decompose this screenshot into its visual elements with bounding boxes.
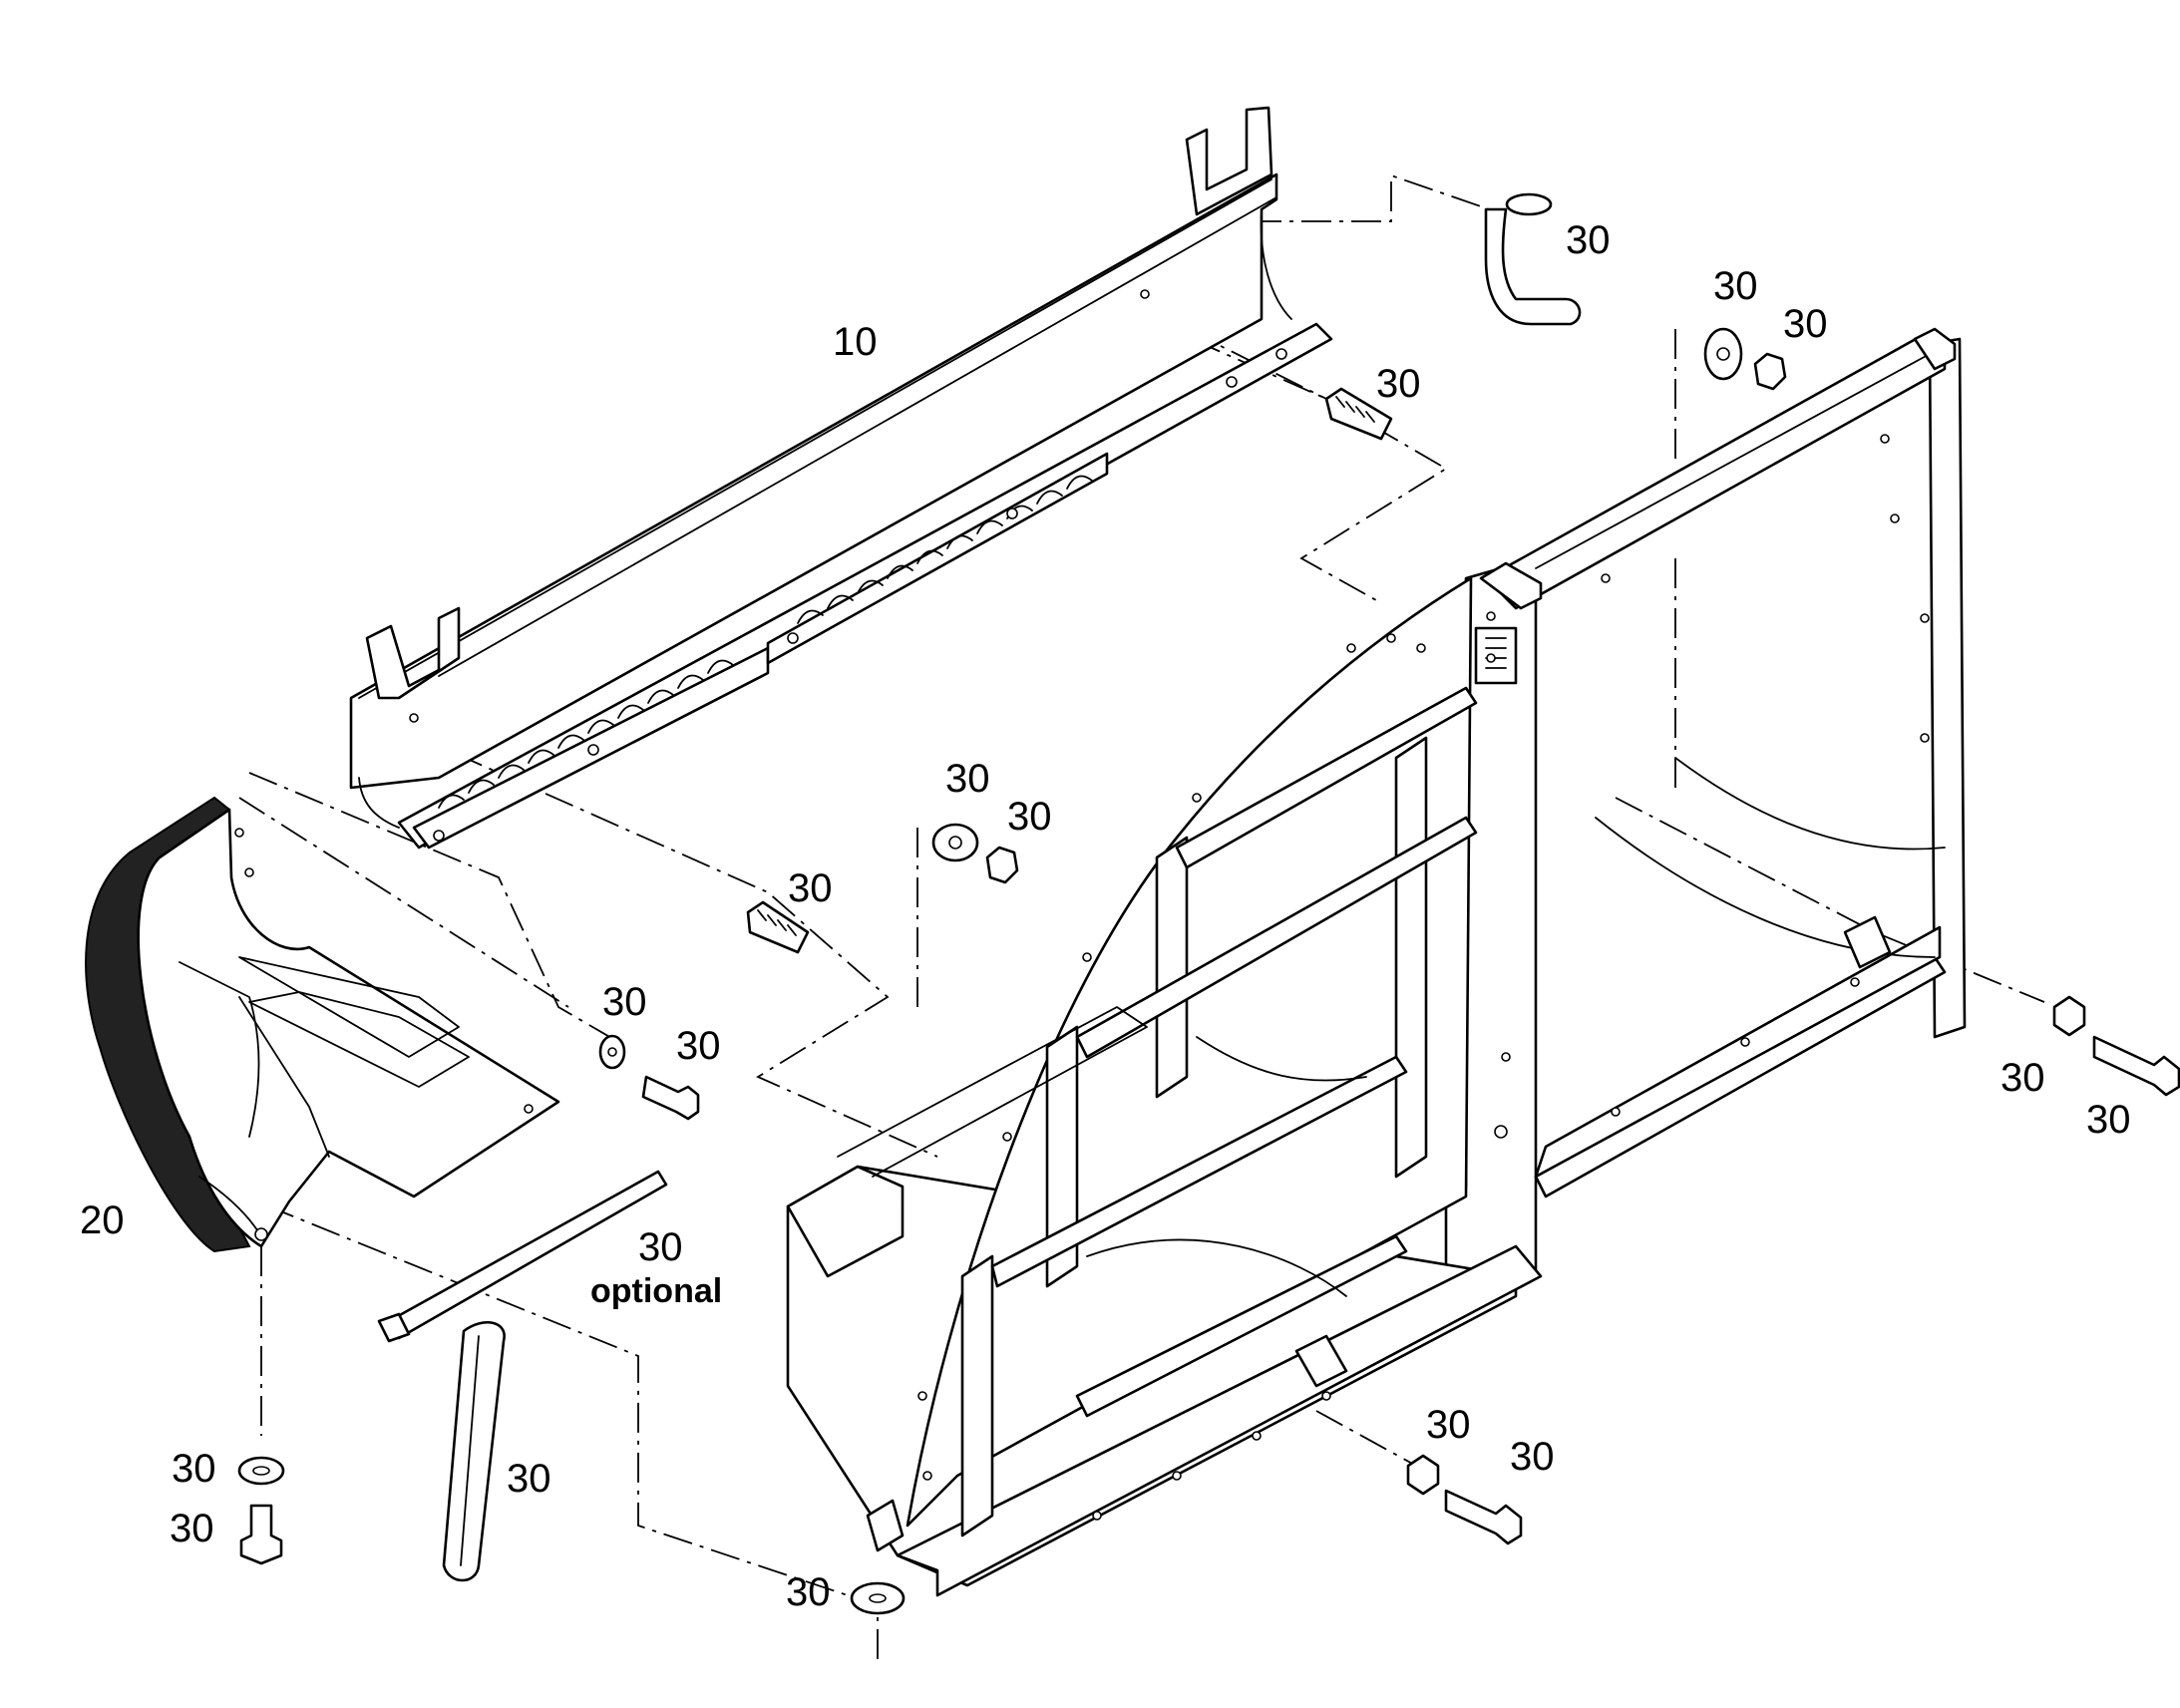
nut xyxy=(1406,1454,1440,1496)
nut xyxy=(1753,352,1787,391)
stud-middle xyxy=(746,900,810,954)
label-part-10: 10 xyxy=(833,320,878,364)
bolt xyxy=(2092,1035,2180,1097)
label-part-30: 30 xyxy=(788,866,833,910)
nut xyxy=(2052,995,2086,1037)
c-tube-clip xyxy=(1484,192,1582,326)
label-part-30: 30 xyxy=(1376,362,1421,406)
main-frame xyxy=(786,327,1967,1597)
label-part-30: 30 xyxy=(1713,264,1758,308)
label-optional: optional xyxy=(590,1272,722,1310)
bolt xyxy=(1444,1489,1523,1545)
stud-upper xyxy=(1324,387,1393,441)
label-part-30: 30 xyxy=(1007,795,1052,839)
label-part-20: 20 xyxy=(80,1198,125,1242)
part-labels: 10 20 30 30 30 30 30 30 30 30 30 30 30 3… xyxy=(80,218,2131,1614)
label-part-30: 30 xyxy=(1510,1435,1555,1479)
bolt xyxy=(641,1075,700,1121)
label-part-30: 30 xyxy=(676,1024,721,1068)
fasteners xyxy=(237,192,2180,1615)
label-part-30: 30 xyxy=(1783,302,1828,346)
optional-strip xyxy=(377,1170,668,1343)
label-part-30: 30 xyxy=(170,1507,214,1550)
bolt xyxy=(239,1504,283,1565)
label-part-30: 30 xyxy=(786,1570,831,1614)
part-10-upper-rail xyxy=(349,106,1333,850)
label-part-30: 30 xyxy=(1566,218,1611,262)
label-part-30: 30 xyxy=(172,1447,216,1491)
nut xyxy=(985,846,1019,884)
label-part-30: 30 xyxy=(945,757,990,801)
label-part-30: 30 xyxy=(2086,1098,2131,1142)
part-20-end-cover xyxy=(85,796,560,1253)
label-part-30: 30 xyxy=(507,1457,551,1501)
label-part-30: 30 xyxy=(2000,1056,2045,1100)
label-part-30: 30 xyxy=(1426,1403,1471,1447)
label-part-30: 30 xyxy=(638,1225,683,1269)
edge-strip xyxy=(442,1321,506,1582)
label-part-30: 30 xyxy=(602,980,647,1024)
